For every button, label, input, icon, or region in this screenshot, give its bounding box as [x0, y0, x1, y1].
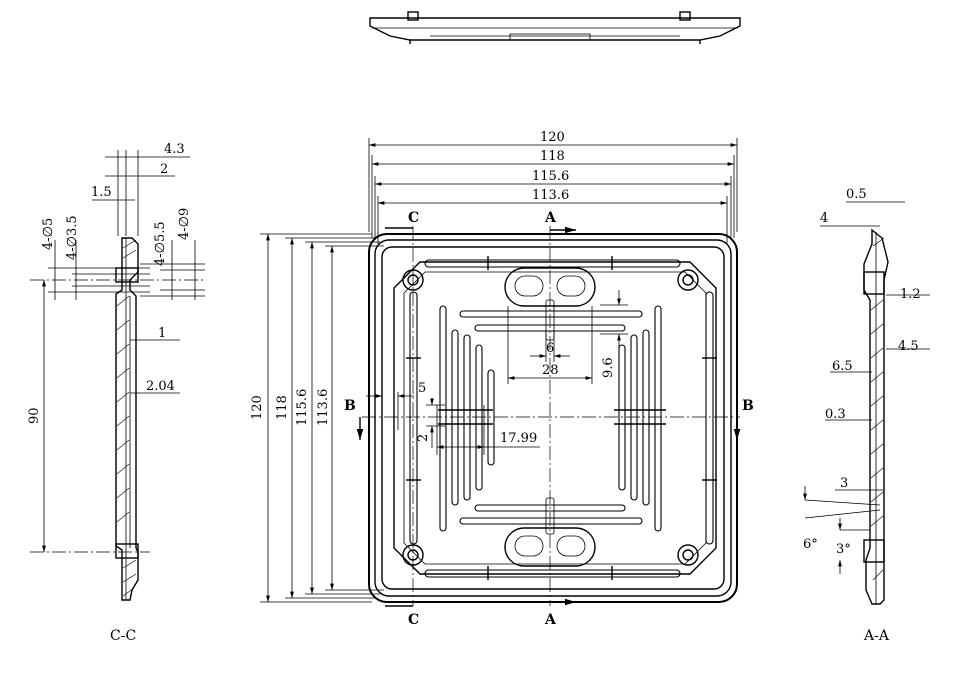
dim-width-120: 120 — [540, 130, 565, 145]
cc-dim-4-d5-5: 4-∅5.5 — [153, 221, 168, 266]
section-label-a-top: A — [544, 210, 557, 226]
cc-dim-2-04: 2.04 — [146, 379, 175, 394]
dim-5: 5 — [418, 381, 426, 396]
aa-hatching — [870, 237, 885, 581]
dim-6: 6 — [546, 341, 554, 356]
section-label-a-bottom: A — [544, 612, 557, 628]
section-label-c-bottom: C — [408, 612, 419, 628]
dim-28: 28 — [542, 363, 559, 378]
cc-dim-90: 90 — [27, 407, 42, 424]
horizontal-slots — [459, 310, 643, 525]
dim-height-118: 118 — [275, 395, 290, 420]
section-label-b-left: B — [344, 398, 356, 414]
cc-dim-2: 2 — [160, 162, 168, 177]
front-view-labels: 120 118 115.6 113.6 120 118 115.6 113.6 … — [250, 130, 754, 628]
section-label-c-top: C — [408, 210, 419, 226]
section-cc — [30, 150, 205, 601]
aa-dim-4: 4 — [820, 211, 828, 226]
dim-width-118: 118 — [540, 149, 565, 164]
aa-angle-6: 6° — [803, 537, 818, 552]
width-dimensions — [368, 138, 738, 244]
dim-width-113-6: 113.6 — [532, 188, 569, 203]
cc-dim-4-d5: 4-∅5 — [41, 218, 56, 250]
aa-dim-3: 3 — [840, 476, 848, 491]
aa-caption: A-A — [863, 628, 890, 644]
dim-width-115-6: 115.6 — [532, 169, 569, 184]
inner-dimensions — [366, 290, 628, 455]
cc-caption: C-C — [110, 628, 136, 644]
vertical-slots-left — [439, 305, 495, 532]
section-aa — [803, 201, 930, 605]
aa-dim-0-3: 0.3 — [825, 407, 846, 422]
aa-angle-3: 3° — [836, 542, 851, 557]
corner-holes — [402, 269, 699, 566]
dim-2: 2 — [416, 434, 431, 442]
cc-dim-4-3: 4.3 — [164, 142, 185, 157]
dim-height-115-6: 115.6 — [295, 389, 310, 426]
dim-17-99: 17.99 — [500, 431, 537, 446]
cc-dim-1: 1 — [158, 326, 166, 341]
top-view — [369, 11, 741, 44]
front-view — [260, 138, 741, 607]
cc-dim-4-d3-5: 4-∅3.5 — [65, 215, 80, 260]
aa-dim-6-5: 6.5 — [832, 359, 853, 374]
cc-hatching — [116, 239, 137, 597]
aa-dim-0-5: 0.5 — [846, 187, 867, 202]
cc-dim-1-5: 1.5 — [91, 185, 112, 200]
section-label-b-right: B — [742, 398, 754, 414]
dim-height-120: 120 — [250, 395, 265, 420]
aa-dim-1-2: 1.2 — [900, 287, 921, 302]
vertical-slots-right — [618, 305, 662, 532]
section-aa-labels: 0.5 4 1.2 4.5 6.5 0.3 3 6° 3° A-A — [803, 187, 921, 644]
aa-dim-4-5: 4.5 — [898, 339, 919, 354]
dim-9-6: 9.6 — [601, 357, 616, 378]
section-cc-labels: 4.3 2 1.5 4-∅5 4-∅3.5 4-∅5.5 4-∅9 1 2.04… — [27, 142, 192, 644]
cc-dim-4-d9: 4-∅9 — [177, 208, 192, 240]
dim-height-113-6: 113.6 — [316, 389, 331, 426]
height-dimensions — [260, 233, 384, 603]
